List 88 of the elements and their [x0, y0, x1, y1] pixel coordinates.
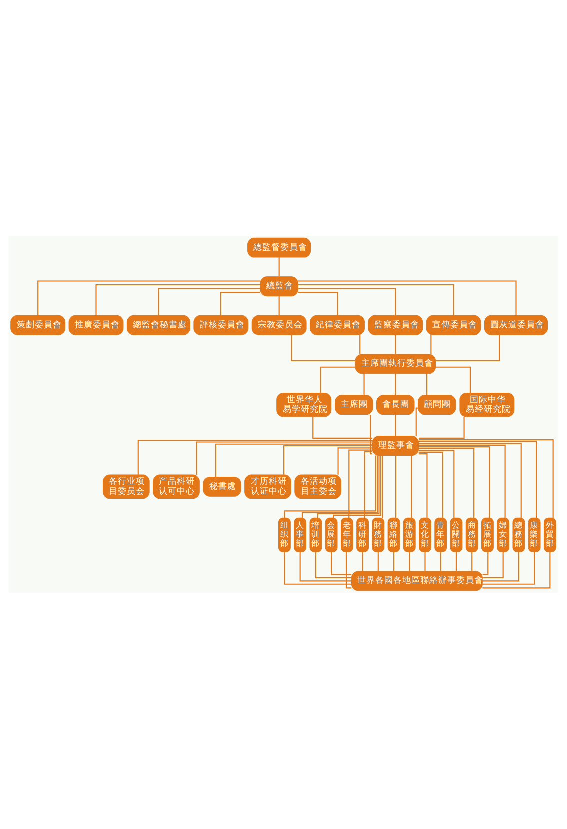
node-box: 产品科研认可中心	[153, 474, 200, 500]
node-box: 總監會	[260, 276, 298, 297]
node-box: 評核委員會	[194, 315, 249, 336]
node-box: 各活动项目主委会	[294, 474, 342, 500]
node-box: 宣傳委員會	[426, 315, 482, 336]
connector	[158, 288, 260, 316]
connector	[284, 445, 372, 475]
connector	[482, 552, 520, 582]
connector	[96, 284, 260, 316]
connector	[395, 374, 396, 396]
connector	[411, 456, 412, 518]
connector	[302, 456, 378, 518]
connector	[482, 552, 536, 585]
connector	[393, 552, 395, 572]
connector	[418, 450, 455, 518]
connector	[215, 444, 372, 478]
connector	[338, 448, 372, 475]
connector	[320, 366, 356, 394]
connector	[395, 456, 397, 518]
connector	[382, 456, 384, 518]
connector	[312, 416, 372, 439]
connector	[424, 552, 426, 572]
node-box: 總監督委員會	[248, 238, 312, 258]
node-box: 推廣委員會	[68, 315, 124, 336]
connector	[331, 552, 352, 576]
connector	[196, 442, 372, 475]
connector	[278, 258, 280, 277]
connector	[418, 416, 465, 439]
connector	[416, 408, 418, 436]
connector	[472, 552, 473, 572]
connector	[298, 280, 517, 316]
connector	[430, 335, 432, 354]
connector	[370, 415, 372, 455]
connector	[315, 552, 352, 578]
node-box: 世界华人易学研究院	[276, 392, 332, 418]
node-box: 策劃委員會	[10, 315, 66, 336]
node-box: 紀律委員會	[310, 315, 365, 336]
connector	[418, 452, 444, 518]
connector	[346, 552, 352, 589]
node-box: 才历科研认证中心	[244, 474, 292, 500]
connector	[291, 335, 356, 362]
node-box: 主席團執行委員會	[355, 354, 436, 374]
connector	[317, 456, 380, 518]
connector	[418, 443, 522, 518]
connector	[456, 552, 458, 572]
connector	[298, 292, 338, 316]
node-box: 總監會秘書處	[126, 315, 190, 336]
connector	[482, 552, 489, 576]
connector	[333, 456, 382, 518]
connector	[278, 296, 280, 316]
connector	[300, 552, 352, 582]
connector	[418, 448, 475, 518]
connector	[426, 374, 428, 396]
node-box: 主席團	[335, 395, 374, 416]
node-box: 圓灰道委員會	[484, 315, 548, 336]
connector	[362, 552, 364, 572]
connector	[284, 456, 376, 518]
connector	[436, 335, 500, 362]
connector	[38, 280, 260, 316]
connector	[378, 552, 379, 572]
connector	[138, 440, 372, 475]
node-box: 監察委員會	[368, 315, 424, 336]
connector	[482, 552, 504, 578]
node-box: 国际中华易经研究院	[460, 392, 515, 418]
connector	[298, 288, 396, 316]
connector	[418, 444, 506, 518]
connector	[220, 292, 260, 316]
node-box: 宗教委员会	[252, 315, 307, 336]
connector	[482, 552, 551, 589]
connector	[284, 552, 352, 585]
connector	[409, 552, 410, 572]
connector	[364, 374, 365, 396]
node-box: 秘書處	[203, 476, 242, 497]
node-box: 會長團	[376, 395, 415, 416]
connector	[418, 446, 490, 518]
connector	[418, 454, 428, 518]
node-box: 各行业项目委员会	[102, 474, 150, 500]
connector	[360, 335, 361, 354]
connector	[436, 366, 472, 394]
connector	[298, 284, 454, 316]
node-box: 顧問團	[418, 395, 456, 416]
node-box: 理監事會	[372, 436, 420, 456]
connector	[348, 450, 372, 518]
node-box: 世界各國各地區聯絡辦事委員會	[351, 571, 483, 592]
connector	[395, 335, 396, 354]
connector	[440, 552, 442, 572]
connector	[364, 451, 372, 518]
connector	[395, 414, 396, 436]
